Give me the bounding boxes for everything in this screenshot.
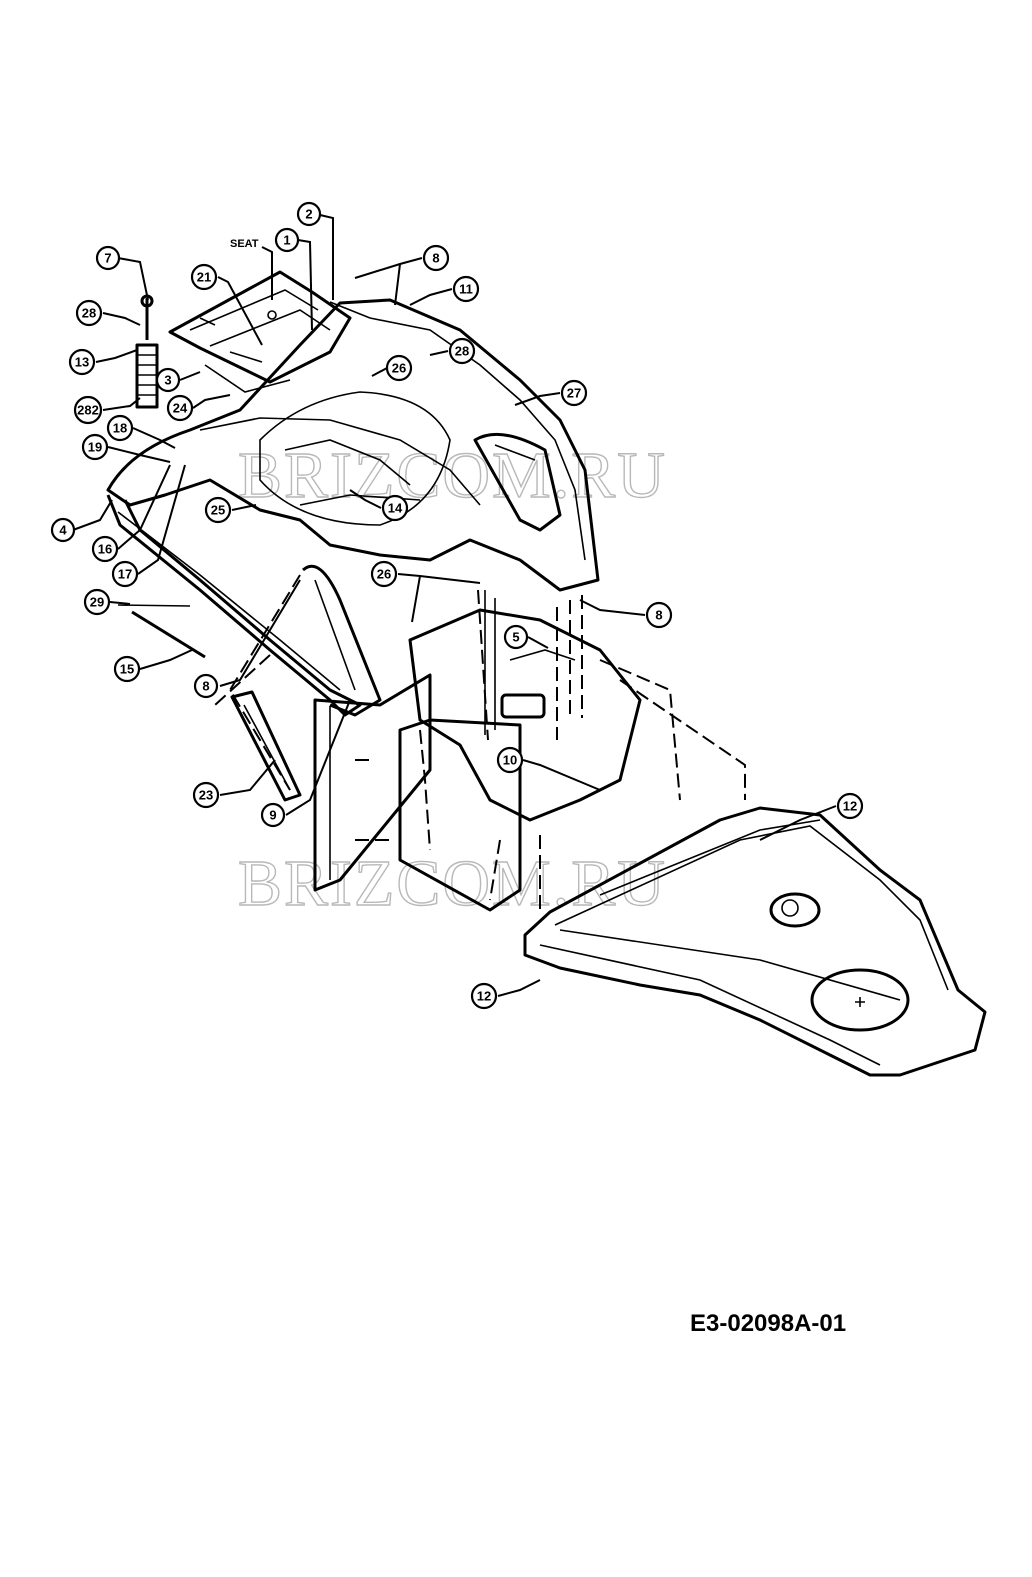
callout-12-a: 12 [836, 792, 864, 820]
svg-text:29: 29 [90, 595, 104, 610]
svg-text:3: 3 [164, 373, 171, 388]
callout-23: 23 [192, 781, 220, 809]
callout-16: 16 [91, 535, 119, 563]
callout-4: 4 [50, 517, 76, 543]
svg-text:8: 8 [655, 608, 662, 623]
callout-25: 25 [204, 496, 232, 524]
svg-text:21: 21 [197, 270, 211, 285]
svg-text:18: 18 [113, 421, 127, 436]
callout-8-a: 8 [422, 244, 450, 272]
leader-lines [72, 214, 837, 997]
svg-text:1: 1 [283, 233, 290, 248]
frame-drawing [106, 270, 987, 1077]
watermark-top: BRIZCOM.RU [238, 439, 667, 512]
svg-text:17: 17 [118, 567, 132, 582]
callout-28-b: 28 [448, 337, 476, 365]
callout-21: 21 [190, 263, 218, 291]
svg-text:10: 10 [503, 753, 517, 768]
drawing-code: E3-02098A-01 [690, 1310, 847, 1337]
callout-7: 7 [95, 245, 121, 271]
callout-18: 18 [106, 414, 134, 442]
watermark-bottom: BRIZCOM.RU [238, 847, 667, 920]
svg-text:28: 28 [82, 306, 96, 321]
callout-17: 17 [111, 560, 139, 588]
callout-28-a: 28 [75, 299, 103, 327]
svg-text:23: 23 [199, 788, 213, 803]
callout-14: 14 [381, 494, 409, 522]
svg-text:2: 2 [305, 207, 312, 222]
svg-text:26: 26 [377, 567, 391, 582]
callout-24: 24 [166, 394, 194, 422]
callout-9: 9 [260, 802, 286, 828]
callout-26-b: 26 [370, 560, 398, 588]
callout-10: 10 [496, 746, 524, 774]
callout-282: 282 [73, 395, 103, 425]
svg-text:25: 25 [211, 503, 225, 518]
svg-text:28: 28 [455, 344, 469, 359]
svg-text:12: 12 [843, 799, 857, 814]
svg-text:9: 9 [269, 808, 276, 823]
svg-text:4: 4 [59, 523, 67, 538]
callout-3: 3 [155, 367, 181, 393]
seat-label: SEAT [230, 238, 259, 250]
callout-19: 19 [81, 433, 109, 461]
callout-11: 11 [452, 275, 480, 303]
svg-text:14: 14 [388, 501, 403, 516]
callout-15: 15 [113, 655, 141, 683]
callout-13: 13 [68, 348, 96, 376]
callout-2: 2 [296, 201, 322, 227]
callout-5: 5 [503, 624, 529, 650]
callout-26-a: 26 [385, 354, 413, 382]
callout-8-b: 8 [645, 601, 673, 629]
svg-text:282: 282 [77, 403, 99, 418]
svg-text:24: 24 [173, 401, 188, 416]
callout-12-b: 12 [470, 982, 498, 1010]
svg-text:12: 12 [477, 989, 491, 1004]
svg-text:27: 27 [567, 386, 581, 401]
svg-text:15: 15 [120, 662, 134, 677]
svg-text:16: 16 [98, 542, 112, 557]
svg-text:8: 8 [432, 251, 439, 266]
svg-text:7: 7 [104, 251, 111, 266]
callout-1: 1 [274, 227, 300, 253]
svg-text:26: 26 [392, 361, 406, 376]
svg-text:5: 5 [512, 630, 519, 645]
callout-29: 29 [83, 588, 111, 616]
svg-text:8: 8 [202, 679, 209, 694]
callout-27: 27 [560, 379, 588, 407]
callout-8-c: 8 [193, 673, 219, 699]
svg-text:11: 11 [459, 282, 473, 297]
svg-text:19: 19 [88, 440, 102, 455]
svg-text:13: 13 [75, 355, 89, 370]
